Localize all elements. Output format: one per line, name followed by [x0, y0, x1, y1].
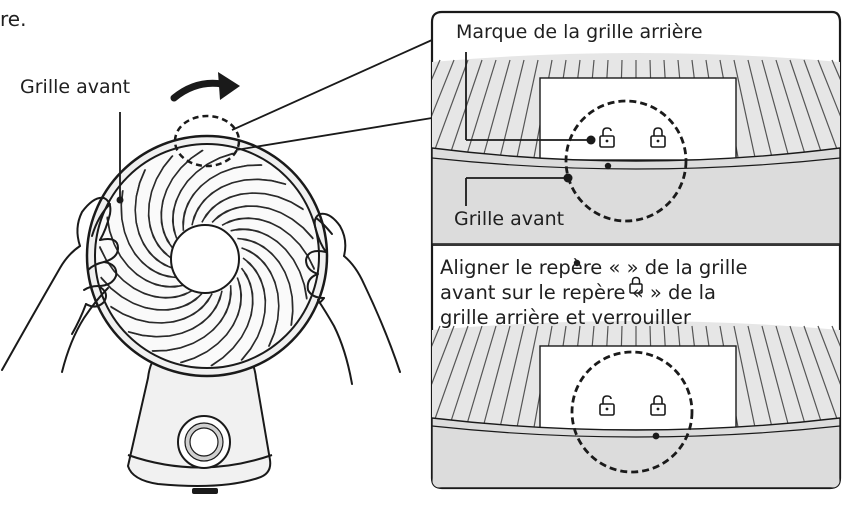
locked-padlock-icon [650, 395, 666, 416]
inline-lock-symbol [629, 276, 643, 294]
grille-blade-line [172, 152, 233, 234]
base-slot [192, 488, 218, 494]
grille-blade-line [211, 272, 253, 367]
rear-grille-line [498, 59, 525, 161]
rear-grille-line [481, 325, 511, 431]
grille-blade-line [161, 149, 203, 244]
rear-grille-line [733, 325, 757, 431]
rear-grille-line [498, 325, 525, 431]
rear-grille-line [464, 59, 497, 161]
rear-grille-line [464, 325, 497, 431]
rear-grille-line [803, 325, 840, 431]
rear-grille-line [432, 325, 455, 431]
dot-mark-icon [604, 162, 612, 170]
rear-grille-line [831, 59, 840, 161]
rear-grille-line [747, 325, 774, 431]
grille-blade-line [134, 169, 169, 267]
instruction-line-1: Aligner le repère « » de la grille [440, 256, 748, 279]
fan-hub [170, 224, 240, 294]
page-fragment-text: re. [0, 7, 27, 31]
grille-blade-line [193, 178, 286, 221]
rear-grille-line [432, 59, 455, 161]
grille-blade-line [148, 155, 173, 255]
curved-arrow-icon [170, 72, 240, 102]
rear-grille-line [747, 59, 774, 161]
grille-blade-line [204, 192, 304, 219]
grille-blade-line [99, 247, 188, 298]
grille-blade-line [241, 261, 266, 361]
rear-grille-line [831, 325, 840, 431]
top-detail-scene [432, 53, 840, 244]
rear-grille-line [432, 59, 441, 161]
detail-highlight-circle [173, 114, 241, 168]
grille-blade-line [100, 277, 199, 311]
right-hand [305, 212, 401, 385]
grille-blade-line [181, 282, 242, 364]
rear-grille-line [432, 325, 469, 431]
grille-blade-line [152, 290, 231, 352]
rear-grille-line [789, 325, 825, 431]
dot-mark-icon [652, 432, 660, 440]
unlocked-padlock-icon [599, 127, 615, 148]
bottom-alignment-dashed-circle [570, 350, 694, 474]
front-grille-swirl [98, 149, 316, 367]
rear-grille-line [789, 59, 825, 161]
rear-grille-mark-label: Marque de la grille arrière [456, 21, 703, 43]
front-grille-detail-label: Grille avant [454, 208, 565, 230]
top-alignment-dashed-circle [564, 99, 688, 223]
rear-grille-line [817, 325, 840, 431]
rear-grille-line [515, 325, 539, 431]
left-hand [1, 196, 119, 373]
rear-grille-line [817, 59, 840, 161]
rear-grille-line [803, 59, 840, 161]
rear-grille-line [775, 325, 808, 431]
front-grille-leader-dot [116, 196, 124, 204]
bottom-detail-scene [432, 321, 840, 488]
rear-grille-line [515, 59, 539, 161]
rear-grille-line [432, 325, 441, 431]
instruction-line-2: avant sur le repère « » de la [440, 281, 716, 304]
rear-grille-leader [465, 52, 596, 145]
unlocked-padlock-icon [599, 395, 615, 416]
grille-blade-line [128, 295, 221, 338]
inline-dot-symbol [573, 259, 581, 267]
rear-grille-line [432, 59, 469, 161]
grille-blade-line [120, 190, 172, 277]
instruction-line-3: grille arrière et verrouiller [440, 306, 691, 329]
grille-blade-line [245, 249, 280, 347]
callout-lines [231, 39, 433, 151]
rear-grille-line [775, 59, 808, 161]
grille-blade-line [110, 297, 210, 324]
front-grille-label: Grille avant [20, 76, 131, 98]
grille-blade-line [235, 229, 308, 299]
rear-grille-line [761, 325, 791, 431]
rear-grille-line [761, 59, 791, 161]
rear-grille-line [733, 59, 757, 161]
grille-blade-line [242, 239, 294, 326]
front-grille-detail-leader [465, 173, 573, 206]
power-button-ring [177, 415, 231, 469]
rear-grille-line [481, 59, 511, 161]
grille-blade-line [226, 218, 315, 269]
grille-blade-line [183, 164, 262, 226]
grille-blade-line [215, 205, 314, 239]
rear-grille-line [447, 325, 483, 431]
rear-grille-line [447, 59, 483, 161]
locked-padlock-icon [650, 127, 666, 148]
